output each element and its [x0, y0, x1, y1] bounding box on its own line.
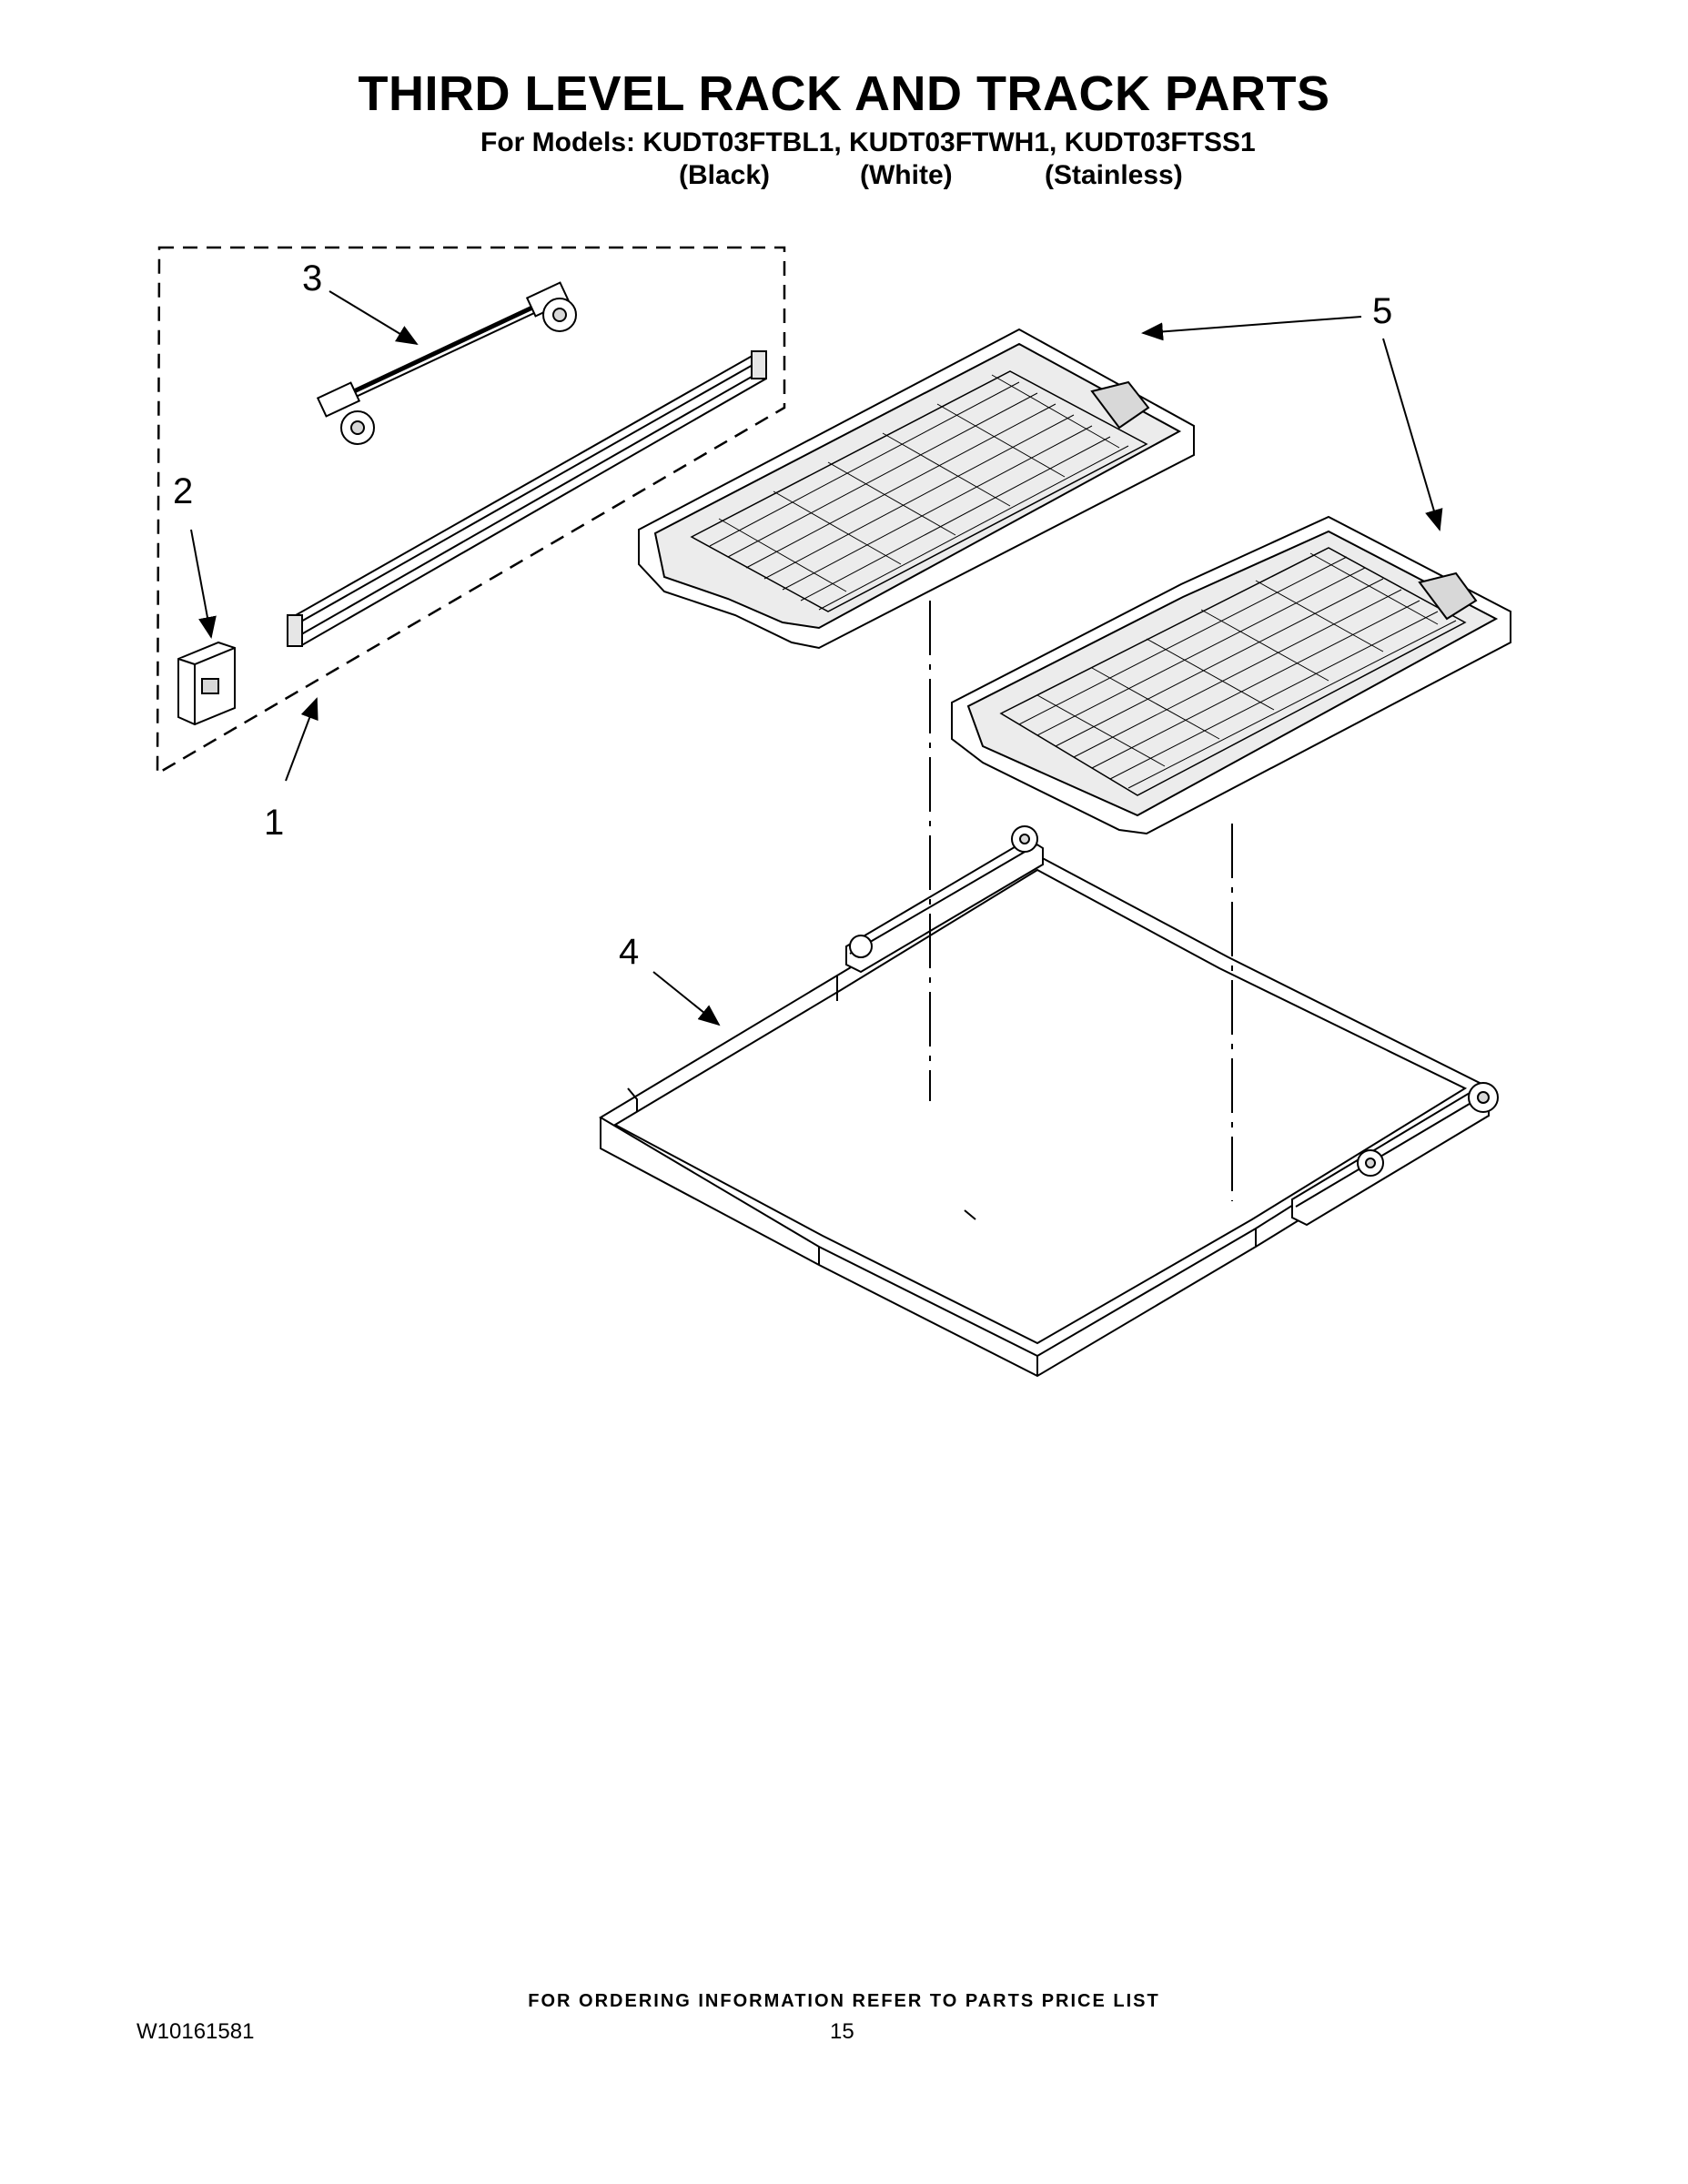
- leader-arrow-3: [329, 290, 419, 346]
- callout-2: 2: [173, 471, 194, 511]
- finish-label-stainless: (Stainless): [1045, 160, 1183, 190]
- models-line: For Models: KUDT03FTBL1, KUDT03FTWH1, KU…: [480, 127, 1256, 157]
- right-slide-rail: [1291, 1082, 1499, 1227]
- callout-5: 5: [1372, 291, 1393, 331]
- axle-wheel-assembly: [316, 281, 577, 445]
- finish-label-black: (Black): [679, 160, 771, 190]
- left-slide-rail: [845, 825, 1044, 974]
- track-rail: [286, 350, 767, 648]
- kit-boundary-dashed: [156, 246, 786, 776]
- leader-arrow-2: [190, 529, 217, 639]
- leader-arrow-4: [652, 971, 721, 1026]
- ordering-note: FOR ORDERING INFORMATION REFER TO PARTS …: [528, 1991, 1160, 2011]
- rack-frame-assembly: [599, 854, 1486, 1378]
- cutlery-tray-upper: [638, 328, 1195, 650]
- page-title: THIRD LEVEL RACK AND TRACK PARTS: [358, 66, 1330, 121]
- end-cap: [177, 641, 236, 726]
- callout-3: 3: [302, 258, 323, 298]
- finish-label-white: (White): [860, 160, 953, 190]
- document-number: W10161581: [136, 2019, 255, 2044]
- leader-arrow-5a: [1141, 316, 1362, 341]
- callout-4: 4: [619, 932, 640, 972]
- callout-1: 1: [264, 803, 285, 843]
- cutlery-tray-lower: [951, 515, 1511, 835]
- leader-arrow-5b: [1382, 338, 1443, 531]
- leader-arrow-1: [285, 697, 318, 782]
- page-number: 15: [830, 2019, 854, 2044]
